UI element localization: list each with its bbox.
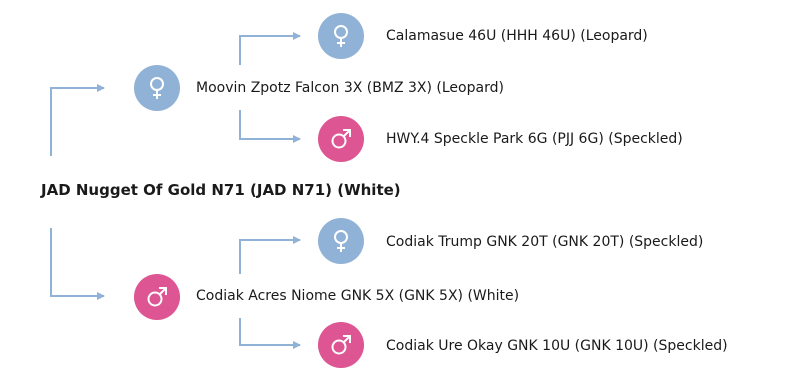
- male-icon: [147, 287, 167, 307]
- female-icon: [334, 25, 348, 47]
- connector-dam-to-dam-dam: [239, 236, 301, 274]
- dam-sire-name[interactable]: Codiak Ure Okay GNK 10U (GNK 10U) (Speck…: [386, 338, 728, 354]
- sire-node[interactable]: [134, 65, 180, 111]
- connector-sire-to-sire-sire: [239, 110, 301, 143]
- dam-dam-node[interactable]: [318, 218, 364, 264]
- root-animal-name[interactable]: JAD Nugget Of Gold N71 (JAD N71) (White): [41, 181, 401, 199]
- sire-name[interactable]: Moovin Zpotz Falcon 3X (BMZ 3X) (Leopard…: [196, 80, 504, 96]
- sire-sire-name[interactable]: HWY.4 Speckle Park 6G (PJJ 6G) (Speckled…: [386, 131, 683, 147]
- connector-dam-to-dam-sire: [239, 318, 301, 349]
- dam-dam-name[interactable]: Codiak Trump GNK 20T (GNK 20T) (Speckled…: [386, 234, 704, 250]
- connector-root-to-sire: [50, 84, 105, 156]
- male-icon: [331, 129, 351, 149]
- sire-dam-node[interactable]: [318, 13, 364, 59]
- connector-sire-to-sire-dam: [239, 32, 301, 65]
- female-icon: [150, 77, 164, 99]
- sire-dam-name[interactable]: Calamasue 46U (HHH 46U) (Leopard): [386, 28, 648, 44]
- dam-name[interactable]: Codiak Acres Niome GNK 5X (GNK 5X) (Whit…: [196, 288, 520, 304]
- male-icon: [331, 335, 351, 355]
- sire-sire-node[interactable]: [318, 116, 364, 162]
- female-icon: [334, 230, 348, 252]
- dam-node[interactable]: [134, 274, 180, 320]
- dam-sire-node[interactable]: [318, 322, 364, 368]
- connector-root-to-dam: [50, 228, 105, 300]
